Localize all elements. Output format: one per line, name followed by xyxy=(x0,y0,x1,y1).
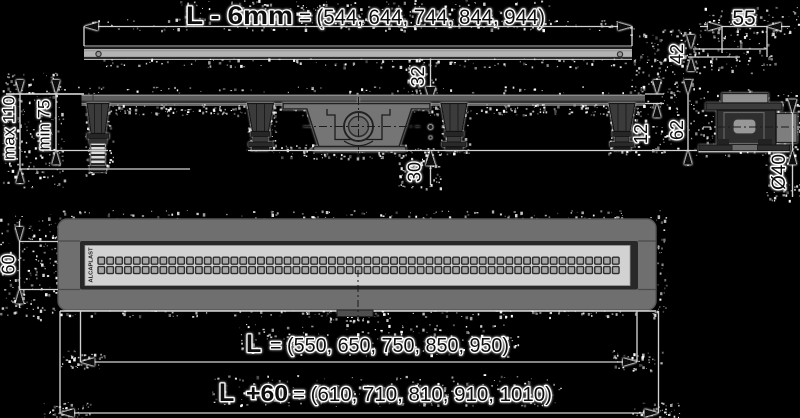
svg-text:+60: +60 xyxy=(246,380,288,406)
svg-text:12: 12 xyxy=(631,124,651,144)
svg-text:min 75: min 75 xyxy=(34,99,53,150)
svg-text:= (610, 710, 810, 910, 1010): = (610, 710, 810, 910, 1010) xyxy=(293,384,552,406)
svg-text:32: 32 xyxy=(408,66,428,86)
svg-text:42: 42 xyxy=(667,44,687,64)
svg-text:L: L xyxy=(246,330,261,358)
svg-text:60: 60 xyxy=(0,254,18,274)
svg-text:max 110: max 110 xyxy=(0,96,18,160)
svg-text:30: 30 xyxy=(404,162,424,182)
svg-text:ALCAPLAST: ALCAPLAST xyxy=(89,247,95,283)
svg-text:= (550, 650, 750, 850, 950): = (550, 650, 750, 850, 950) xyxy=(270,335,509,357)
svg-text:L: L xyxy=(219,379,234,407)
svg-text:62: 62 xyxy=(667,120,687,140)
svg-text:L - 6mm: L - 6mm xyxy=(186,2,293,30)
svg-text:Ø40: Ø40 xyxy=(769,154,790,190)
svg-text:= (544, 644, 744, 844, 944): = (544, 644, 744, 844, 944) xyxy=(299,5,545,29)
